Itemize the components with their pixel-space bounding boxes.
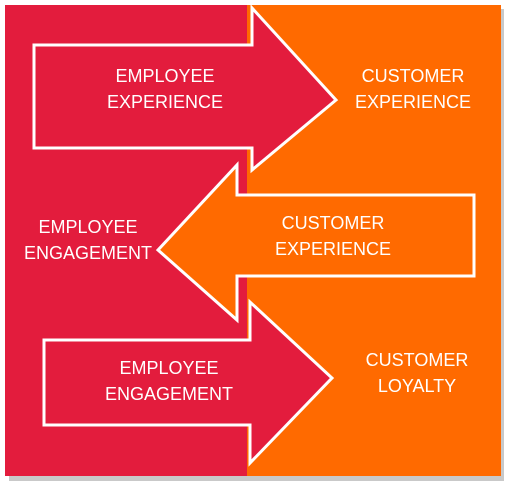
target-label-employee-engagement: EMPLOYEE ENGAGEMENT (24, 214, 152, 266)
arrow-customer-experience (155, 161, 476, 324)
arrow-label-line: CUSTOMER (281, 213, 385, 233)
target-label-customer-loyalty: CUSTOMER LOYALTY (366, 347, 469, 399)
target-label-line: EMPLOYEE (38, 217, 138, 237)
arrow-label-line: EXPERIENCE (274, 239, 392, 259)
arrow-label-employee-engagement: EMPLOYEE ENGAGEMENT (105, 355, 233, 407)
arrow-label-line: ENGAGEMENT (104, 384, 234, 404)
target-label-line: ENGAGEMENT (23, 243, 153, 263)
target-label-customer-experience: CUSTOMER EXPERIENCE (355, 63, 471, 115)
arrow-label-line: EMPLOYEE (119, 358, 219, 378)
arrow-label-line: EXPERIENCE (106, 92, 224, 112)
target-label-line: CUSTOMER (365, 350, 469, 370)
target-label-line: CUSTOMER (361, 66, 465, 86)
arrow-employee-engagement (42, 298, 335, 467)
arrow-label-line: EMPLOYEE (115, 66, 215, 86)
target-label-line: EXPERIENCE (354, 92, 472, 112)
arrow-label-customer-experience: CUSTOMER EXPERIENCE (275, 210, 391, 262)
target-label-line: LOYALTY (377, 376, 457, 396)
arrow-label-employee-experience: EMPLOYEE EXPERIENCE (107, 63, 223, 115)
arrow-employee-experience (32, 4, 339, 174)
